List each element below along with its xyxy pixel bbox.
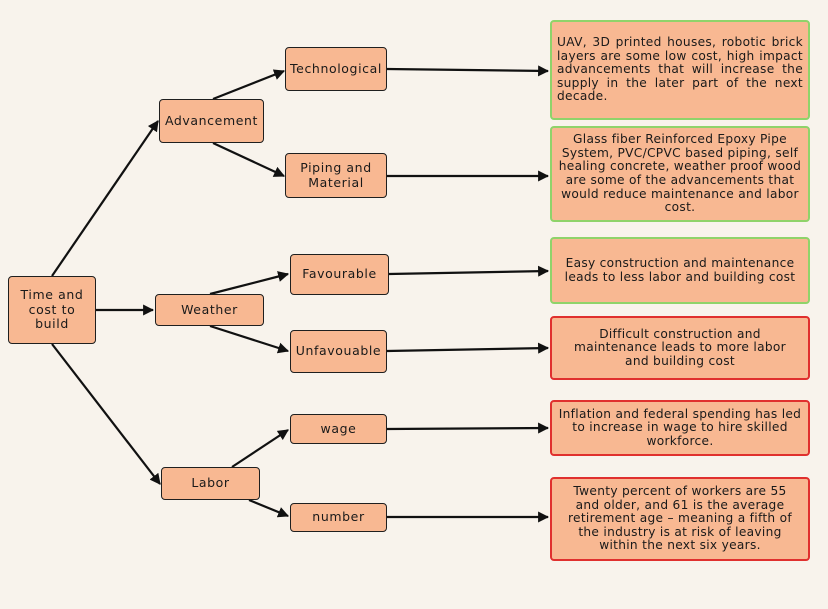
favourable-node: Favourable <box>290 254 389 295</box>
edge-labor-wage <box>231 429 289 468</box>
edge-wage-detail <box>386 422 550 434</box>
number-detail: Twenty percent of workers are 55 and old… <box>550 477 810 561</box>
piping-detail: Glass fiber Reinforced Epoxy Pipe System… <box>550 126 810 222</box>
edge-weather-unfavourable <box>209 324 290 354</box>
wage-node: wage <box>290 414 387 444</box>
edge-root-advancement <box>51 120 159 277</box>
edge-favourable-detail <box>388 265 550 277</box>
edge-labor-number <box>248 498 290 518</box>
edge-advancement-technological <box>212 69 286 101</box>
technological-detail: UAV, 3D printed houses, robotic brick la… <box>550 20 810 120</box>
favourable-detail: Easy construction and maintenance leads … <box>550 237 810 304</box>
advancement-node: Advancement <box>159 99 264 143</box>
edge-advancement-piping <box>212 142 285 177</box>
piping-node: Piping and Material <box>285 153 387 198</box>
unfavourable-node: Unfavouable <box>290 330 387 373</box>
weather-node: Weather <box>155 294 264 326</box>
edge-weather-favourable <box>209 271 290 296</box>
labor-node: Labor <box>161 467 260 500</box>
edge-technological-detail <box>386 65 550 77</box>
edge-unfavourable-detail <box>386 342 550 354</box>
unfavourable-detail: Difficult construction and maintenance l… <box>550 316 810 380</box>
number-node: number <box>290 503 387 532</box>
edge-root-labor <box>51 343 161 485</box>
root-node: Time and cost to build <box>8 276 96 344</box>
technological-node: Technological <box>285 47 387 91</box>
wage-detail: Inflation and federal spending has led t… <box>550 400 810 456</box>
